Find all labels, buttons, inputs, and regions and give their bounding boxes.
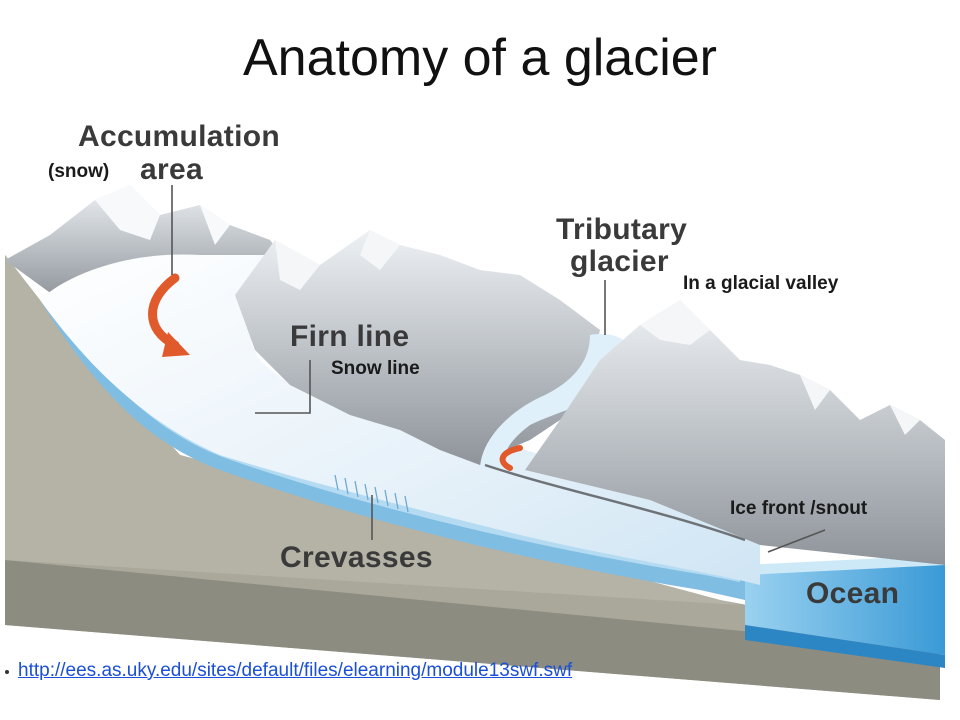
bullet-dot — [5, 670, 9, 674]
accumulation-arrowhead — [162, 332, 190, 357]
diagram-title: Anatomy of a glacier — [242, 29, 718, 87]
leader-lines — [171, 185, 826, 553]
label-ocean: Ocean — [806, 577, 900, 610]
label-glacial-valley: In a glacial valley — [683, 273, 839, 294]
source-link[interactable]: http://ees.as.uky.edu/sites/default/file… — [18, 660, 573, 681]
ocean-body — [745, 555, 945, 668]
tributary-flow-arrow — [499, 445, 523, 471]
label-accumulation-line1: Accumulation — [78, 120, 280, 153]
label-crevasses: Crevasses — [280, 541, 433, 574]
label-accumulation-line2: area — [140, 153, 203, 186]
glacier-surface — [40, 254, 760, 585]
ground-block — [5, 255, 940, 700]
label-snow-line: Snow line — [331, 358, 420, 379]
medial-moraine — [484, 463, 746, 542]
label-ice-front: Ice front /snout — [730, 498, 868, 519]
valley-mountains — [525, 300, 945, 565]
label-tributary-line2: glacier — [570, 245, 669, 278]
crevasse-marks — [334, 474, 409, 513]
tributary-glacier-ice — [480, 334, 633, 470]
label-snow: (snow) — [48, 161, 110, 182]
central-ridge — [235, 230, 600, 465]
label-tributary-line1: Tributary — [556, 213, 688, 246]
accumulation-peaks — [5, 185, 285, 300]
label-firn-line: Firn line — [290, 320, 410, 353]
